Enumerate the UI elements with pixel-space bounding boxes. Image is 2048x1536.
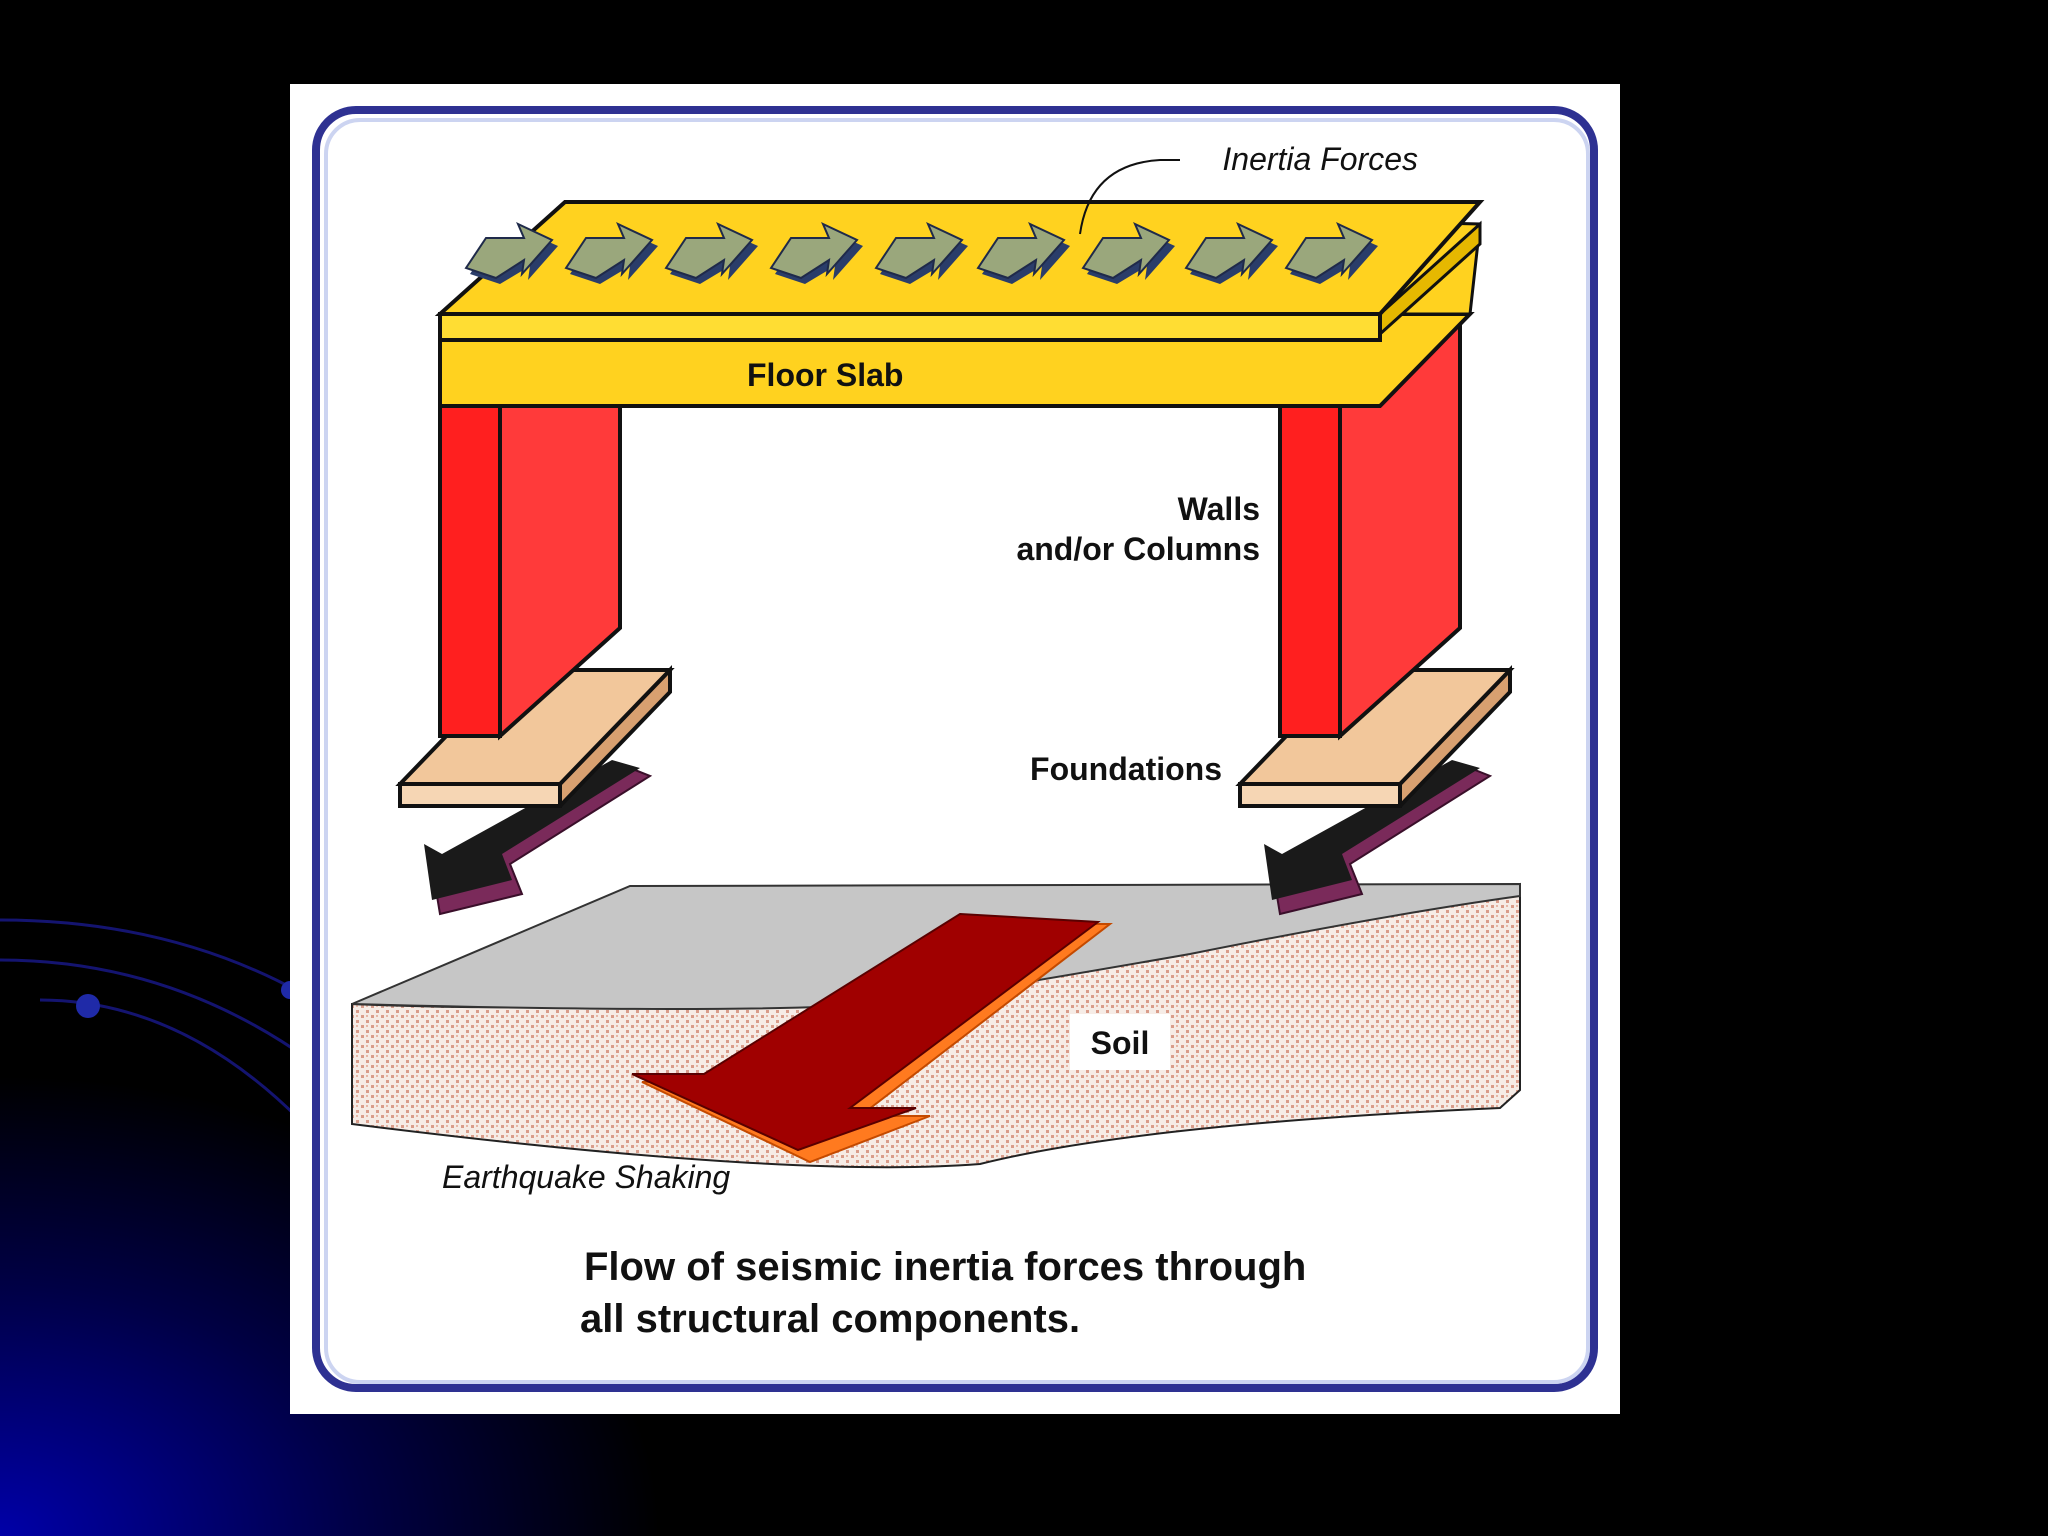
label-foundations: Foundations xyxy=(1030,751,1222,787)
inertia-arrow xyxy=(976,221,1070,284)
caption-line-2: all structural components. xyxy=(580,1297,1080,1341)
inertia-arrow xyxy=(664,221,758,284)
right-foundation xyxy=(1235,665,1515,808)
caption-line-1: Flow of seismic inertia forces through xyxy=(584,1245,1306,1289)
label-earthquake-shaking: Earthquake Shaking xyxy=(442,1159,730,1195)
floor-slab xyxy=(434,200,1485,408)
inertia-leader-line xyxy=(1079,159,1180,235)
inertia-arrows xyxy=(464,221,1378,284)
inertia-arrow xyxy=(1184,221,1278,284)
inertia-arrow xyxy=(769,221,863,284)
left-foundation xyxy=(395,665,675,808)
inertia-arrow xyxy=(464,221,558,284)
left-foundation-arrow xyxy=(424,760,653,916)
inertia-arrow xyxy=(1081,221,1175,284)
inertia-arrow xyxy=(1284,221,1378,284)
label-soil: Soil xyxy=(1091,1025,1150,1061)
earthquake-arrow xyxy=(631,912,1113,1164)
inertia-arrow xyxy=(874,221,968,284)
decorative-dot xyxy=(76,994,100,1018)
label-inertia-forces: Inertia Forces xyxy=(1222,141,1418,177)
diagram-figure: Inertia Forces Floor Slab Walls and/or C… xyxy=(290,84,1620,1414)
label-walls: Walls xyxy=(1178,491,1260,527)
label-walls-columns: and/or Columns xyxy=(1016,531,1260,567)
label-floor-slab: Floor Slab xyxy=(747,357,903,393)
soil-label-bg xyxy=(1070,1014,1170,1070)
inertia-arrow xyxy=(564,221,658,284)
right-foundation-arrow xyxy=(1264,760,1493,916)
